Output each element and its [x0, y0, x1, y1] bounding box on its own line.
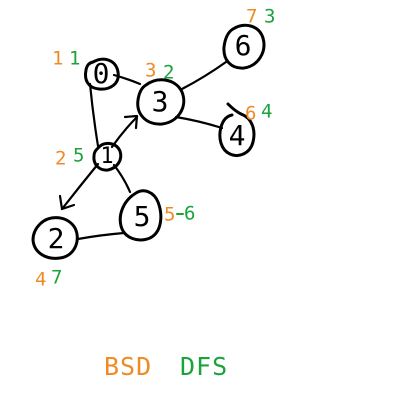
legend: BSD DFS [104, 352, 228, 381]
edge-1-5 [112, 163, 132, 194]
node-5-shape [118, 189, 163, 242]
legend-dfs-label: DFS [180, 352, 228, 381]
edge-3-6 [180, 60, 228, 91]
edge-3-4 [174, 115, 224, 130]
edge-5-2 [76, 231, 126, 241]
node-2-dfs-order: 7 [51, 267, 62, 289]
arrowhead-1-2 [58, 194, 76, 211]
arrowhead-1-3 [123, 114, 139, 130]
node-6: 6 [222, 23, 266, 70]
node-5-bfs-order: 5 [164, 204, 175, 226]
node-6-dfs-order: 3 [264, 6, 275, 28]
node-4-dfs-order: 4 [261, 101, 272, 123]
edge-0-1 [88, 82, 100, 148]
node-6-bfs-order: 7 [246, 6, 257, 28]
node-0-label: 0 [93, 57, 110, 90]
nodes: 0 3 6 4 1 5 2 [31, 23, 266, 260]
node-3-shape [136, 78, 186, 126]
node-2: 2 [31, 216, 79, 260]
node-3-dfs-order: 2 [163, 62, 174, 84]
node-3-label: 3 [152, 85, 169, 118]
node-2-bfs-order: 4 [35, 269, 46, 291]
node-1: 1 [92, 142, 123, 172]
node-4: 4 [218, 102, 256, 157]
node-3-bfs-order: 3 [145, 60, 156, 82]
node-1-dfs-order: 5 [73, 145, 84, 167]
node-4-bfs-order: 6 [245, 103, 256, 125]
node-4-shape [218, 102, 256, 157]
node-2-label: 2 [48, 222, 65, 255]
node-0-shape [84, 57, 120, 91]
edge-1-2 [60, 162, 100, 211]
node-0-bfs-order: 1 [52, 48, 63, 70]
node-0: 0 [84, 57, 120, 91]
node-6-label: 6 [235, 29, 252, 62]
node-5: 5 [118, 189, 163, 242]
node-5-dfs-order: 6 [184, 203, 195, 225]
node-0-dfs-order: 1 [69, 48, 80, 70]
node-6-shape [222, 23, 266, 70]
node-4-label: 4 [229, 119, 246, 152]
edge-0-3 [112, 73, 142, 86]
legend-bfs-label: BSD [104, 352, 152, 381]
node-1-shape [92, 142, 123, 172]
order-annotations: 1 1 3 2 7 3 6 4 2 5 5 6 4 7 [35, 6, 275, 291]
node-5-label: 5 [134, 200, 151, 233]
node-2-shape [31, 216, 79, 260]
node-1-bfs-order: 2 [55, 148, 66, 170]
node-3: 3 [136, 78, 186, 126]
node-1-label: 1 [100, 144, 113, 169]
edge-1-3 [110, 115, 139, 149]
